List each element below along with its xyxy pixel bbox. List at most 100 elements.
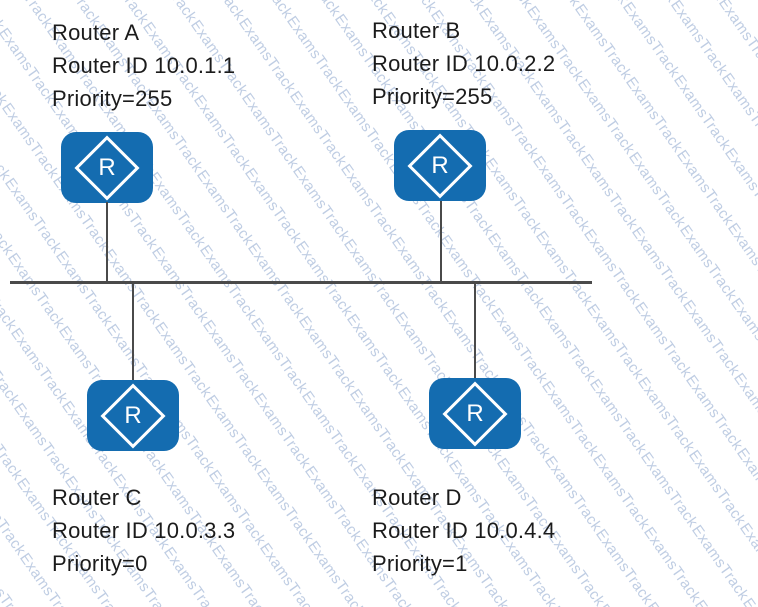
watermark-text: ExamsTrack: [256, 540, 321, 607]
router-a-name: Router A: [52, 20, 140, 45]
watermark-text: ExamsTrack: [7, 325, 72, 407]
watermark-text: ExamsTrack: [583, 301, 648, 383]
router-d-name: Router D: [372, 485, 462, 510]
watermark-text: ExamsTrack: [592, 526, 657, 607]
watermark-text: ExamsTrack: [0, 25, 60, 107]
watermark-text: ExamsTrack: [547, 603, 611, 607]
watermark-text: ExamsTrack: [589, 451, 654, 533]
watermark-text: ExamsTrack: [0, 402, 27, 484]
router-letter: R: [466, 399, 484, 427]
watermark-text: ExamsTrack: [289, 163, 354, 245]
watermark-text: ExamsTrack: [4, 250, 69, 332]
watermark-text: ExamsTrack: [712, 0, 758, 2]
watermark-text: ExamsTrack: [730, 370, 758, 452]
watermark-text: ExamsTrack: [727, 295, 758, 377]
router-c-priority: Priority=0: [52, 551, 148, 576]
watermark-text: ExamsTrack: [0, 102, 15, 184]
router-a-icon: R: [61, 132, 153, 203]
watermark-text: ExamsTrack: [736, 520, 758, 602]
watermark-text: ExamsTrack: [0, 0, 8, 34]
watermark-text: ExamsTrack: [739, 595, 758, 607]
router-d-icon: R: [429, 378, 521, 449]
watermark-text: ExamsTrack: [643, 599, 707, 607]
watermark-text: ExamsTrack: [634, 374, 699, 456]
watermark-text: ExamsTrack: [595, 601, 659, 607]
watermark-text: ExamsTrack: [691, 597, 755, 607]
watermark-text: ExamsTrack: [0, 0, 56, 32]
watermark-text: ExamsTrack: [145, 169, 210, 251]
link-router-a: [106, 202, 108, 282]
watermark-text: ExamsTrack: [10, 400, 75, 482]
watermark-text: ExamsTrack: [424, 0, 488, 14]
watermark-text: ExamsTrack: [148, 244, 213, 326]
router-d-label-block: Router D Router ID 10.0.4.4 Priority=1: [372, 481, 555, 580]
router-b-priority: Priority=255: [372, 84, 493, 109]
link-router-b: [440, 201, 442, 282]
watermark-text: ExamsTrack: [388, 234, 453, 316]
watermark-text: ExamsTrack: [715, 0, 758, 77]
watermark-text: ExamsTrack: [292, 238, 357, 320]
watermark-text: ExamsTrack: [0, 27, 12, 109]
watermark-text: ExamsTrack: [616, 0, 680, 6]
watermark-text: ExamsTrack: [0, 327, 24, 409]
network-segment-line: [10, 281, 592, 284]
watermark-text: ExamsTrack: [247, 315, 312, 397]
watermark-text: ExamsTrack: [532, 228, 597, 310]
watermark-text: ExamsTrack: [586, 376, 651, 458]
watermark-text: ExamsTrack: [340, 236, 405, 318]
watermark-text: ExamsTrack: [0, 252, 21, 334]
watermark-text: ExamsTrack: [640, 524, 705, 606]
watermark-text: ExamsTrack: [0, 177, 18, 259]
watermark-text: ExamsTrack: [673, 147, 738, 229]
watermark-text: ExamsTrack: [682, 372, 747, 454]
watermark-text: ExamsTrack: [718, 70, 758, 152]
watermark-text: ExamsTrack: [637, 449, 702, 531]
watermark-text: ExamsTrack: [577, 151, 642, 233]
watermark-text: ExamsTrack: [676, 222, 741, 304]
watermark-text: ExamsTrack: [304, 538, 369, 607]
watermark-text: ExamsTrack: [436, 232, 501, 314]
router-c-id: Router ID 10.0.3.3: [52, 518, 236, 543]
router-b-name: Router B: [372, 18, 461, 43]
watermark-text: ExamsTrack: [0, 477, 30, 559]
watermark-text: ExamsTrack: [250, 390, 315, 472]
watermark-text: ExamsTrack: [301, 463, 366, 545]
watermark-text: ExamsTrack: [688, 522, 753, 604]
watermark-text: ExamsTrack: [631, 299, 696, 381]
router-letter: R: [431, 151, 449, 179]
watermark-text: ExamsTrack: [520, 0, 584, 10]
router-b-label-block: Router B Router ID 10.0.2.2 Priority=255: [372, 14, 555, 113]
router-letter: R: [98, 153, 116, 181]
watermark-text: ExamsTrack: [343, 311, 408, 393]
watermark-text: ExamsTrack: [280, 0, 344, 20]
watermark-text: ExamsTrack: [733, 445, 758, 527]
watermark-text: ExamsTrack: [685, 447, 750, 529]
watermark-text: ExamsTrack: [253, 465, 318, 547]
watermark-text: ExamsTrack: [346, 386, 411, 468]
watermark-text: ExamsTrack: [679, 297, 744, 379]
link-router-d: [474, 284, 476, 378]
watermark-text: ExamsTrack: [1, 175, 66, 257]
watermark-text: ExamsTrack: [241, 165, 306, 247]
router-a-priority: Priority=255: [52, 86, 173, 111]
watermark-text: ExamsTrack: [721, 145, 758, 227]
watermark-text: ExamsTrack: [193, 167, 258, 249]
watermark-text: ExamsTrack: [487, 305, 552, 387]
watermark-text: ExamsTrack: [538, 378, 603, 460]
router-a-id: Router ID 10.0.1.1: [52, 53, 236, 78]
watermark-text: ExamsTrack: [619, 0, 684, 81]
watermark-text: ExamsTrack: [664, 0, 728, 4]
router-letter: R: [124, 401, 142, 429]
router-c-label-block: Router C Router ID 10.0.3.3 Priority=0: [52, 481, 235, 580]
router-b-id: Router ID 10.0.2.2: [372, 51, 556, 76]
watermark-text: ExamsTrack: [628, 224, 693, 306]
watermark-text: ExamsTrack: [568, 0, 632, 8]
watermark-text: ExamsTrack: [622, 74, 687, 156]
watermark-text: ExamsTrack: [232, 0, 296, 22]
watermark-text: ExamsTrack: [286, 88, 351, 170]
watermark-text: ExamsTrack: [337, 161, 402, 243]
watermark-text: ExamsTrack: [298, 388, 363, 470]
watermark-text: ExamsTrack: [580, 226, 645, 308]
watermark-text: ExamsTrack: [238, 90, 303, 172]
